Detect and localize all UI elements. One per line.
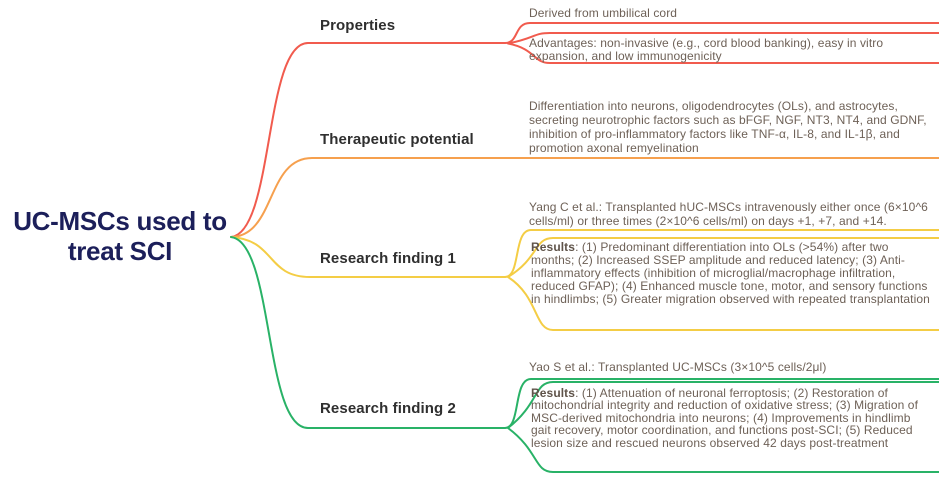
branch-curve-finding2 <box>230 236 506 429</box>
leaf-bubble-results2 <box>507 381 939 473</box>
results-1-body: : (1) Predominant differentiation into O… <box>531 240 930 306</box>
branch-curve-properties <box>230 42 506 238</box>
results-2-body: : (1) Attenuation of neuronal ferroptosi… <box>531 386 919 450</box>
branch-label-properties: Properties <box>320 17 396 34</box>
branch-finding1-wires <box>230 229 939 331</box>
leaf-results-2: Results: (1) Attenuation of neuronal fer… <box>531 387 931 449</box>
leaf-advantages: Advantages: non-invasive (e.g., cord blo… <box>529 36 884 63</box>
branch-curve-therapeutic <box>230 157 939 238</box>
leaf-bubble-results1 <box>507 237 939 331</box>
results-1-label: Results <box>531 240 576 254</box>
branch-properties-wires <box>230 22 939 238</box>
leaf-results-1: Results: (1) Predominant differentiation… <box>531 241 931 306</box>
branch-label-therapeutic-potential: Therapeutic potential <box>320 131 474 148</box>
branch-therapeutic-wires <box>230 157 939 238</box>
branch-label-research-finding-2: Research finding 2 <box>320 400 457 417</box>
branch-label-research-finding-1: Research finding 1 <box>320 250 457 267</box>
results-2-label: Results <box>531 386 576 400</box>
leaf-underline-derived <box>504 22 939 44</box>
leaf-derived-from-umbilical-cord: Derived from umbilical cord <box>529 6 678 20</box>
branch-finding2-wires <box>230 236 939 473</box>
leaf-differentiation: Differentiation into neurons, oligodendr… <box>529 99 927 155</box>
leaf-yao-study: Yao S et al.: Transplanted UC-MSCs (3×10… <box>529 360 827 374</box>
leaf-yang-study: Yang C et al.: Transplanted hUC-MSCs int… <box>529 200 928 228</box>
branch-curve-finding1 <box>230 236 506 278</box>
root-node-title: UC-MSCs used to treat SCI <box>13 206 227 266</box>
leaf-bubble-advantages <box>507 32 939 64</box>
